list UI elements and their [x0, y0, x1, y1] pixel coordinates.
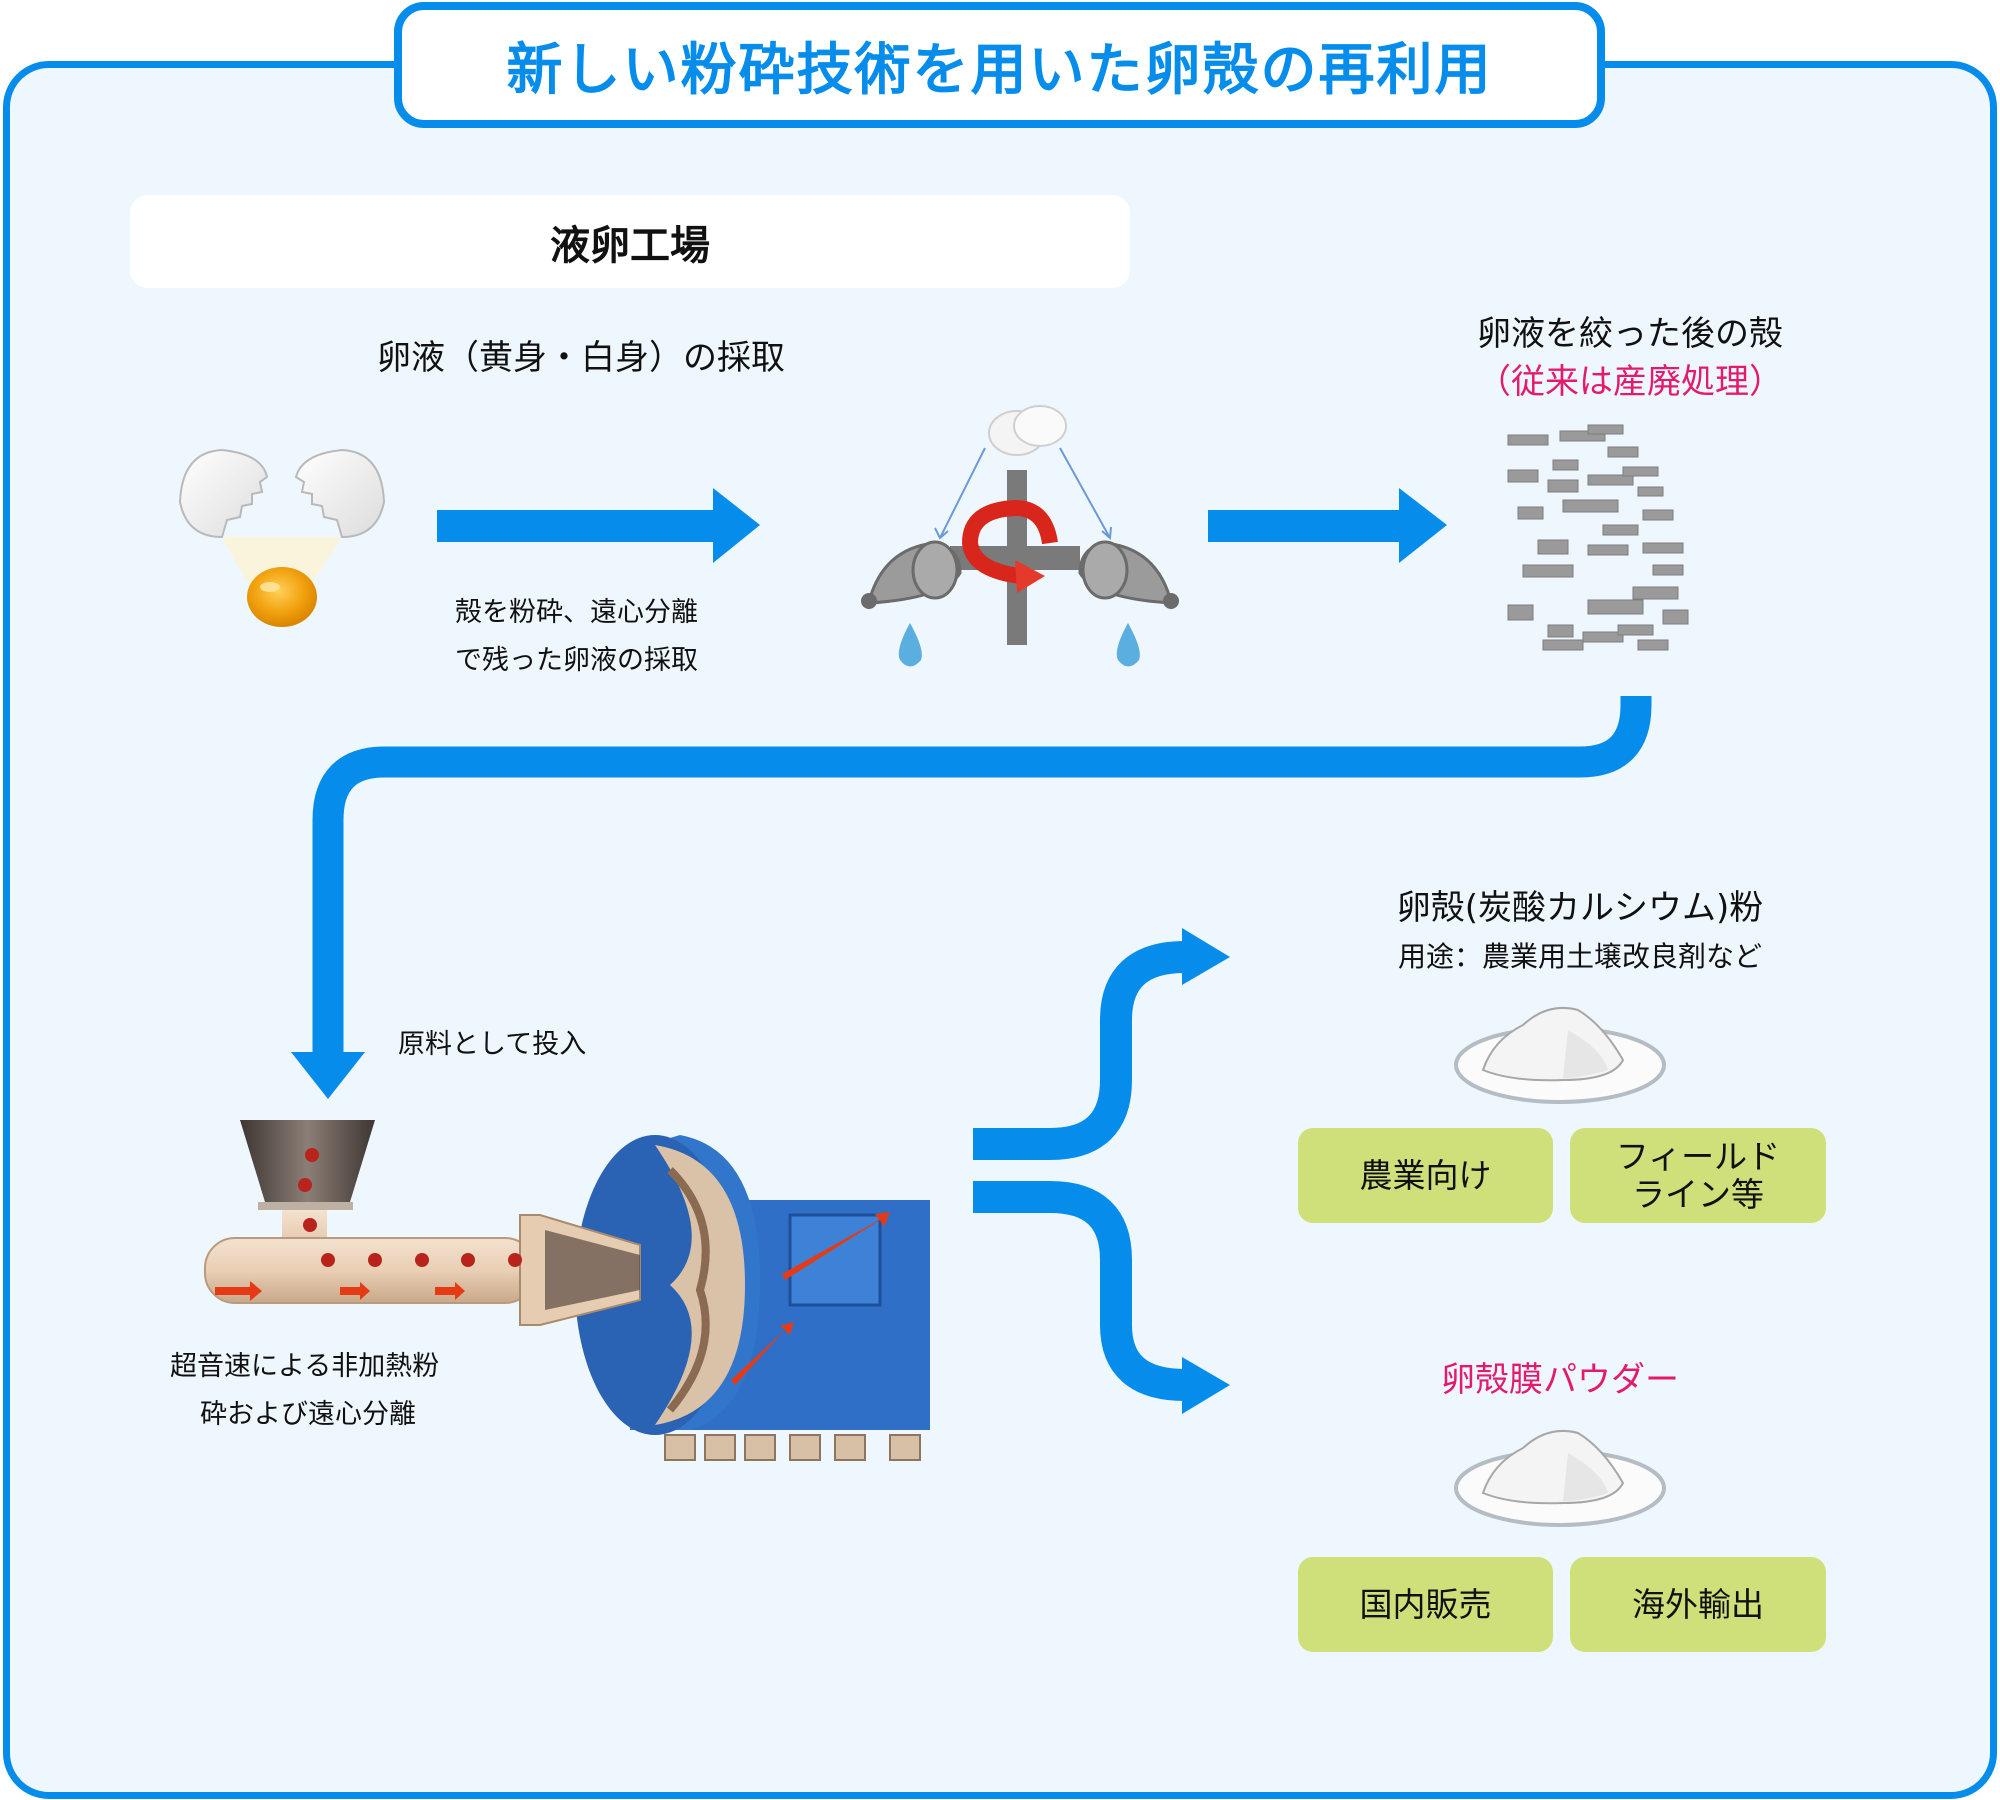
target-label: フィールド ライン等: [1615, 1136, 1781, 1214]
title-box: 新しい粉砕技術を用いた卵殻の再利用: [394, 2, 1605, 128]
target-domestic-sales: 国内販売: [1298, 1557, 1553, 1652]
eggshell-icon: [988, 405, 1067, 456]
product1-usage: 用途：農業用土壌改良剤など: [1397, 940, 1762, 973]
basket-right-icon: [1078, 540, 1179, 609]
factory-label: 液卵工場: [550, 222, 710, 269]
target-label: 国内販売: [1359, 1584, 1492, 1624]
arrow-right-icon: [437, 488, 760, 563]
target-agriculture: 農業向け: [1298, 1128, 1553, 1223]
factory-header: 液卵工場: [130, 195, 1130, 288]
rotation-arrow-icon: [961, 499, 1058, 593]
arrow-right-icon: [1208, 488, 1447, 563]
pulverizer-machine-icon: [204, 1120, 930, 1461]
target-label: 海外輸出: [1632, 1584, 1764, 1624]
flow-arrow-2: [1208, 488, 1447, 563]
branch-arrow-lower: [973, 1181, 1186, 1401]
branch-arrow-upper: [973, 941, 1186, 1160]
arrow-right-icon: [1182, 1357, 1230, 1414]
step1-caption-line2: で残った卵液の採取: [455, 645, 698, 676]
target-label: 農業向け: [1359, 1155, 1492, 1195]
step1-heading: 卵液（黄身・白身）の採取: [377, 338, 785, 378]
flow-arrow-1: [437, 488, 760, 563]
powder-pile-icon: [1454, 1006, 1666, 1104]
shell-fragments-icon: [1507, 424, 1689, 651]
cracked-egg-icon: [178, 448, 386, 627]
product1-name: 卵殻(炭酸カルシウム)粉: [1396, 888, 1764, 928]
machine-caption-line2: 砕および遠心分離: [200, 1399, 416, 1430]
target-export: 海外輸出: [1570, 1557, 1826, 1652]
basket-left-icon: [861, 540, 962, 609]
arrow-down-icon: [291, 1052, 365, 1099]
arrow-right-icon: [1182, 928, 1230, 985]
centrifuge-icon: [861, 405, 1179, 667]
machine-caption-line1: 超音速による非加熱粉: [170, 1351, 440, 1382]
shell-waste-note: （従来は産廃処理）: [1477, 362, 1783, 402]
shell-waste-heading: 卵液を絞った後の殻: [1477, 314, 1783, 354]
drop-right-icon: [1116, 623, 1140, 667]
step1-caption-line1: 殻を粉砕、遠心分離: [455, 597, 698, 628]
powder-pile-icon: [1454, 1429, 1666, 1527]
drop-left-icon: [898, 623, 922, 667]
product2-name: 卵殻膜パウダー: [1441, 1360, 1679, 1400]
input-label: 原料として投入: [398, 1029, 587, 1060]
page-title: 新しい粉砕技術を用いた卵殻の再利用: [506, 37, 1493, 103]
target-field-line: フィールド ライン等: [1570, 1128, 1826, 1223]
